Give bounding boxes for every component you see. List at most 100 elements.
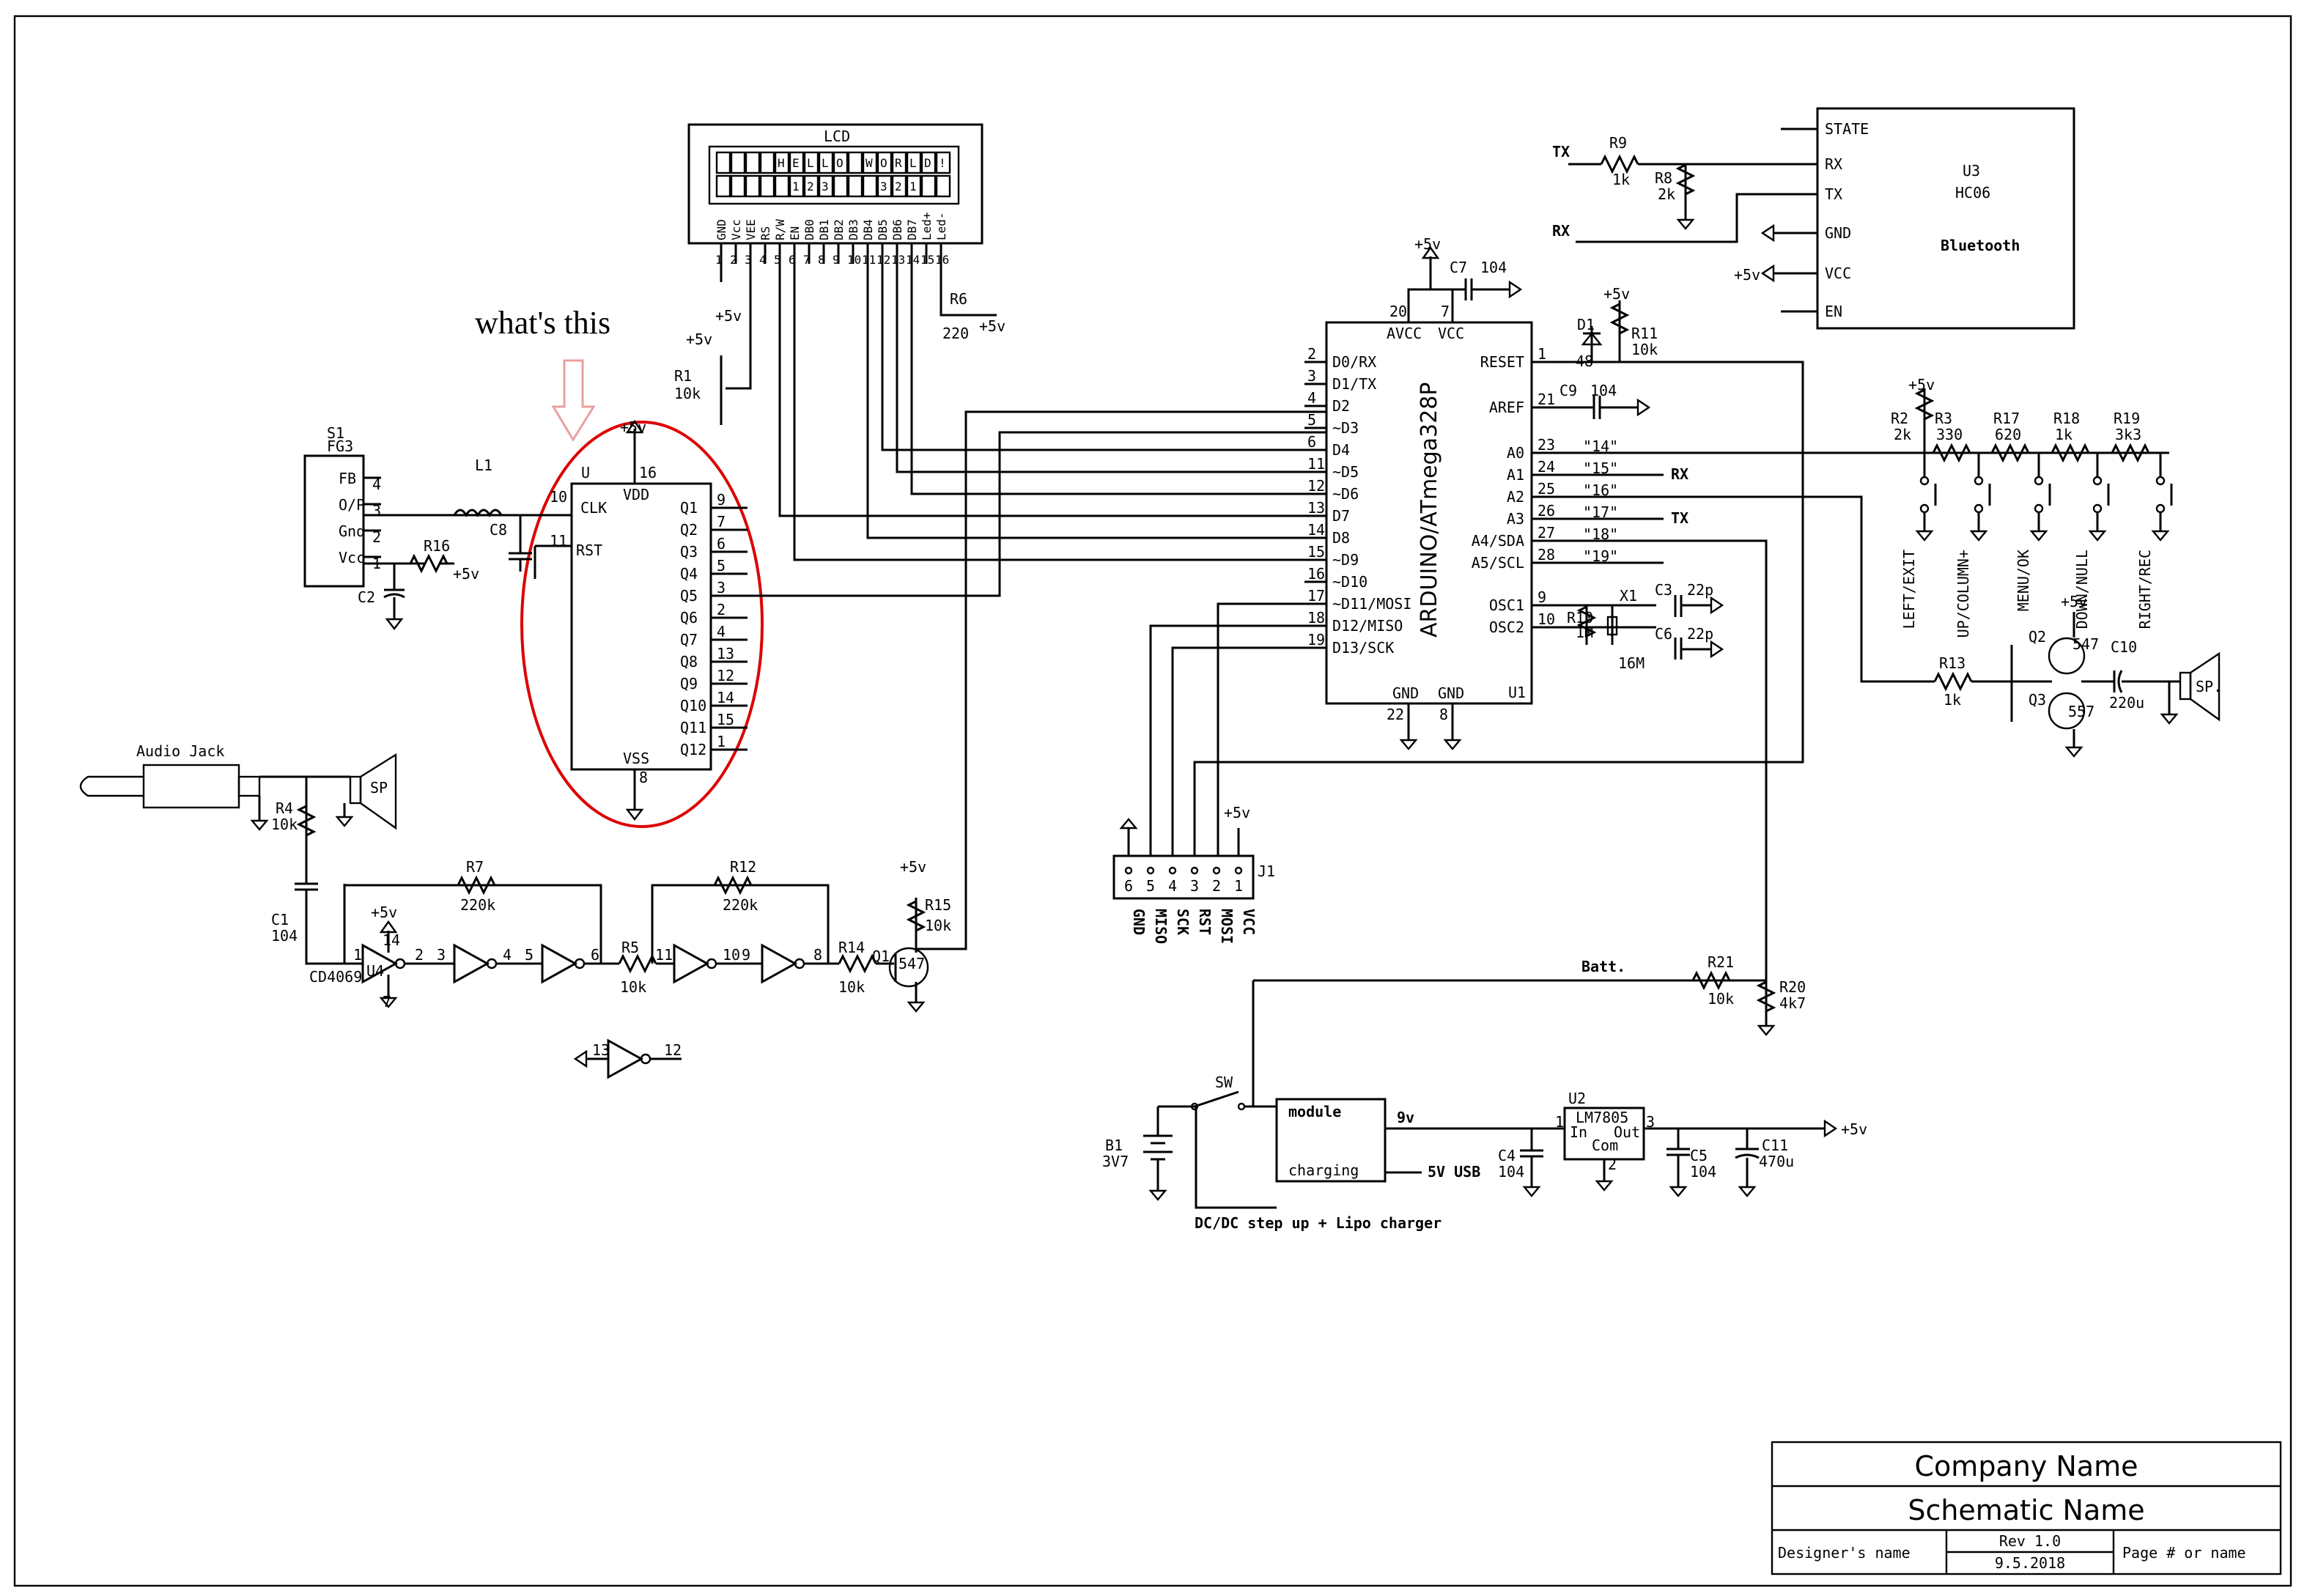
u4-label: U4	[366, 962, 384, 980]
a1-rx-net: RX	[1671, 465, 1688, 483]
mcu-pin22: 22	[1387, 706, 1404, 723]
counter-output-name: Q2	[680, 521, 698, 539]
lcd-pin-name: DB0	[802, 219, 816, 240]
r9-label: R9	[1609, 134, 1627, 152]
lcd-title: LCD	[824, 128, 850, 145]
charger-module	[1275, 1098, 1387, 1183]
counter-ic-ref: U	[581, 464, 590, 481]
lcd-cell	[774, 151, 790, 174]
lcd-char: R	[895, 156, 902, 170]
header-pin-num: 4	[1168, 877, 1177, 895]
ladder-resistor	[1932, 443, 1971, 463]
lcd-cell	[906, 174, 922, 198]
r20-value: 4k7	[1779, 994, 1806, 1012]
lcd-cell	[935, 151, 951, 174]
c7-label: C7	[1450, 259, 1467, 276]
r8-value: 2k	[1658, 185, 1675, 203]
r4-value: 10k	[271, 816, 298, 833]
lcd-pin-name: VEE	[744, 219, 758, 240]
bt-pin-name: TX	[1825, 185, 1842, 203]
mcu-left-num: 5	[1307, 411, 1316, 429]
mcu-left-name: ~D5	[1332, 463, 1359, 481]
mcu-left-name: D13/SCK	[1332, 639, 1394, 657]
button-label: RIGHT/REC	[2136, 550, 2154, 629]
counter-output-num: 12	[717, 667, 734, 684]
bluetooth-ref: U3	[1963, 162, 1980, 180]
button-contact	[1974, 476, 1984, 486]
bluetooth-body	[1816, 107, 2075, 330]
mcu-ref: U1	[1508, 684, 1526, 701]
x1-label: X1	[1620, 587, 1637, 605]
c4-label: C4	[1498, 1147, 1516, 1164]
ladder-res-label: R18	[2053, 410, 2080, 427]
counter-output-name: Q4	[680, 565, 698, 583]
lcd-pin-num: 9	[833, 253, 840, 267]
mcu-left-num: 17	[1307, 587, 1325, 605]
r5-value: 10k	[620, 978, 646, 996]
batt-net: Batt.	[1581, 958, 1625, 975]
q3-label: Q3	[2029, 691, 2046, 709]
sensor-pin-num: 4	[372, 476, 381, 493]
a3-tx-net: TX	[1671, 509, 1688, 527]
button-contact	[2092, 476, 2103, 486]
mcu-left-num: 14	[1307, 521, 1325, 539]
mcu-vcc: VCC	[1438, 325, 1464, 342]
header-body	[1112, 854, 1255, 900]
lcd-pin-num: 12	[876, 253, 890, 267]
r6-value: 220	[942, 325, 969, 342]
lcd-cell	[715, 174, 731, 198]
jack-speaker-label: SP	[370, 779, 388, 797]
r10-label: R10	[1567, 609, 1593, 627]
r7-label: R7	[466, 858, 484, 876]
button-contact	[2155, 503, 2166, 514]
mcu-pin8: 8	[1439, 706, 1448, 723]
c8-label: C8	[490, 521, 507, 539]
lcd-pin-name: Vcc	[729, 219, 743, 240]
sensor-ref: S1	[327, 424, 344, 442]
lcd-cell	[818, 151, 834, 174]
r6-label: R6	[950, 290, 967, 308]
lcd-data-wire	[778, 264, 1326, 517]
counter-output-name: Q7	[680, 631, 698, 649]
audio-jack-label: Audio Jack	[136, 742, 224, 760]
sensor-pin-name: Vcc	[339, 549, 365, 566]
header-pin	[1124, 866, 1133, 875]
r15-label: R15	[925, 896, 951, 914]
counter-ic-vdd: VDD	[623, 486, 649, 503]
counter-output-num: 2	[717, 601, 726, 618]
counter-output-name: Q9	[680, 675, 698, 692]
lcd-char: O	[880, 156, 887, 170]
inverter-pin-num: 6	[591, 946, 599, 964]
sensor-pin-name: O/P	[339, 496, 365, 514]
counter-output-name: Q3	[680, 543, 698, 561]
reg-model: LM7805	[1576, 1109, 1628, 1126]
r13-value: 1k	[1944, 691, 1961, 709]
lcd-cell	[876, 151, 893, 174]
lcd-pin-name: RS	[758, 226, 772, 240]
counter-output-num: 3	[717, 579, 726, 596]
r15-value: 10k	[925, 917, 951, 934]
lcd-pin-num: 1	[715, 253, 723, 267]
r11-label: R11	[1631, 325, 1658, 342]
counter-vdd-supply: +5v	[620, 418, 646, 436]
u4-model: CD4069	[309, 968, 362, 986]
lcd-pin-name: EN	[788, 226, 802, 240]
lcd-data-wire	[881, 264, 1326, 451]
ladder-res-value: 330	[1936, 426, 1963, 443]
counter-output-num: 4	[717, 623, 726, 640]
arrow-down-icon	[551, 359, 596, 442]
ladder-supply: +5v	[1908, 376, 1935, 394]
header-pin	[1234, 866, 1243, 875]
counter-ic-vss: VSS	[623, 750, 649, 767]
r4-label: R4	[276, 799, 293, 817]
reg-pin1: 1	[1555, 1113, 1564, 1131]
c10-value: 220u	[2109, 694, 2144, 712]
lcd-char: 2	[807, 180, 814, 193]
mcu-left-num: 19	[1307, 631, 1325, 649]
lcd-char: !	[939, 156, 946, 170]
